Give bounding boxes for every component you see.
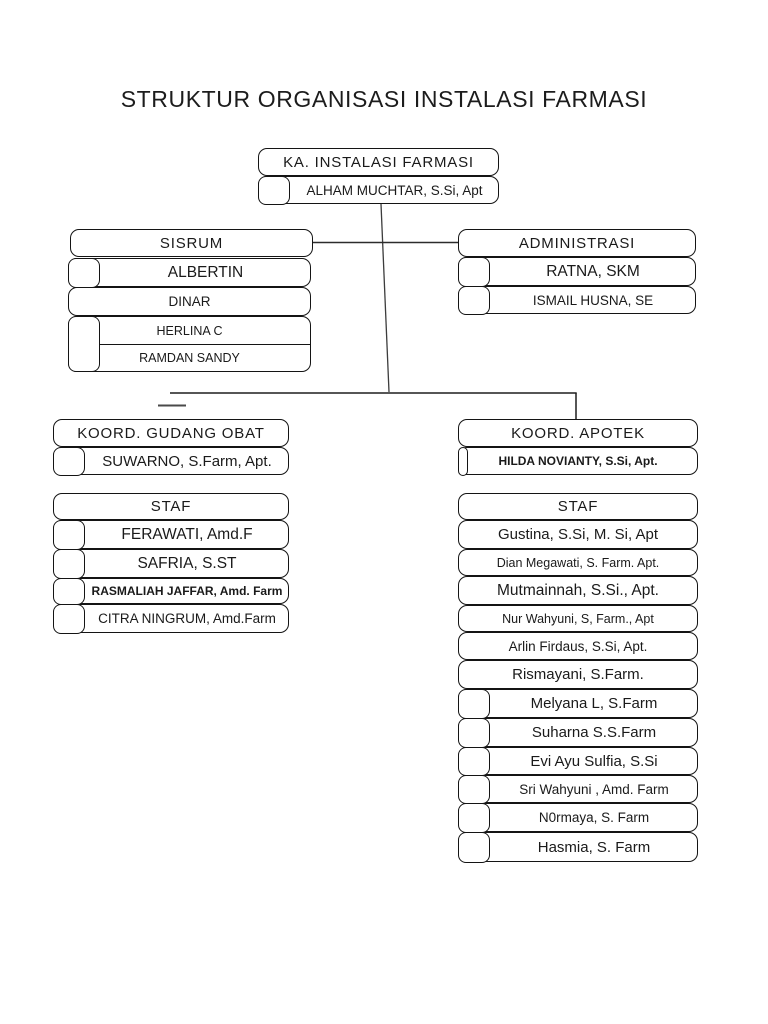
photo-placeholder-box (52, 548, 85, 579)
ka-instalasi-member-row: ALHAM MUCHTAR, S.Si, Apt (257, 175, 499, 205)
photo-placeholder-box (457, 256, 490, 287)
staf-member-name: Dian Megawati, S. Farm. Apt. (496, 555, 660, 570)
staf-apotek-header-box: STAF (458, 493, 698, 520)
photo-placeholder-box (457, 831, 490, 863)
photo-placeholder-box (457, 774, 490, 804)
photo-placeholder-box (457, 446, 468, 476)
sisrum-header-label: SISRUM (159, 234, 224, 252)
staf-apotek-member-row: Hasmia, S. Farm (457, 831, 698, 863)
photo-placeholder-box (257, 175, 290, 205)
photo-placeholder-box (457, 717, 490, 748)
staf-member-name: Hasmia, S. Farm (537, 838, 651, 856)
staf-gudang-member-row: SAFRIA, S.ST (52, 548, 289, 579)
staf-member-name: Sri Wahyuni , Amd. Farm (519, 781, 669, 797)
page-title: STRUKTUR ORGANISASI INSTALASI FARMASI (120, 86, 648, 112)
staf-member-name: Melyana L, S.Farm (530, 695, 658, 712)
connector-root-vertical (380, 203, 390, 393)
row-divider (100, 344, 310, 345)
photo-placeholder-box (52, 519, 85, 550)
staf-member-name: N0rmaya, S. Farm (538, 810, 650, 825)
staf-apotek-member-row: Rismayani, S.Farm. (458, 660, 698, 689)
photo-placeholder-box (457, 688, 490, 719)
staf-gudang-member-row: RASMALIAH JAFFAR, Amd. Farm (52, 577, 289, 605)
staf-gudang-header-box: STAF (53, 493, 289, 520)
staf-member-name: CITRA NINGRUM, Amd.Farm (98, 611, 276, 626)
ka-instalasi-header-label: KA. INSTALASI FARMASI (283, 153, 474, 171)
staf-apotek-member-row: Melyana L, S.Farm (457, 688, 698, 719)
koord-apotek-member-name: HILDA NOVIANTY, S.Si, Apt. (498, 454, 658, 468)
ka-instalasi-header-box: KA. INSTALASI FARMASI (258, 148, 499, 176)
staf-member-name: Evi Ayu Sulfia, S.Si (530, 752, 658, 770)
staf-member-name: Nur Wahyuni, S, Farm., Apt (502, 611, 654, 626)
administrasi-member-name: ISMAIL HUSNA, SE (532, 292, 654, 308)
koord-gudang-obat-header-label: KOORD. GUDANG OBAT (77, 424, 265, 442)
sisrum-member-row: DINAR (68, 287, 311, 316)
staf-gudang-member-row: CITRA NINGRUM, Amd.Farm (52, 603, 289, 634)
staf-member-name: Gustina, S.Si, M. Si, Apt (497, 526, 659, 543)
administrasi-member-name: RATNA, SKM (546, 262, 640, 280)
photo-placeholder-box (52, 603, 85, 634)
sisrum-member-name: ALBERTIN (167, 263, 244, 281)
staf-apotek-member-row: Evi Ayu Sulfia, S.Si (457, 746, 698, 776)
ka-instalasi-member-name: ALHAM MUCHTAR, S.Si, Apt (306, 182, 483, 198)
staf-member-name: Rismayani, S.Farm. (512, 666, 644, 683)
staf-apotek-member-row: Nur Wahyuni, S, Farm., Apt (458, 605, 698, 632)
koord-gudang-obat-header-box: KOORD. GUDANG OBAT (53, 419, 289, 447)
photo-placeholder-box (67, 315, 100, 372)
staf-gudang-header-label: STAF (150, 498, 192, 515)
sisrum-member-name: HERLINA C (156, 323, 223, 338)
staf-member-name: FERAWATI, Amd.F (121, 525, 253, 543)
staf-apotek-member-row: N0rmaya, S. Farm (457, 802, 698, 833)
photo-placeholder-box (52, 577, 85, 605)
koord-gudang-obat-member-row: SUWARNO, S.Farm, Apt. (52, 446, 289, 476)
photo-placeholder-box (52, 446, 85, 476)
photo-placeholder-box (67, 257, 100, 288)
staf-apotek-member-row: Mutmainnah, S.Si., Apt. (458, 576, 698, 605)
koord-apotek-header-box: KOORD. APOTEK (458, 419, 698, 447)
sisrum-header-box: SISRUM (70, 229, 313, 257)
staf-member-name: Mutmainnah, S.Si., Apt. (497, 581, 659, 599)
sisrum-member-name: RAMDAN SANDY (139, 350, 240, 365)
sisrum-member-row-group: HERLINA C RAMDAN SANDY (67, 315, 311, 372)
administrasi-member-row: ISMAIL HUSNA, SE (457, 285, 696, 315)
administrasi-header-box: ADMINISTRASI (458, 229, 696, 257)
administrasi-member-row: RATNA, SKM (457, 256, 696, 287)
photo-placeholder-box (457, 746, 490, 776)
staf-apotek-member-row: Sri Wahyuni , Amd. Farm (457, 774, 698, 804)
koord-apotek-header-label: KOORD. APOTEK (511, 424, 645, 442)
sisrum-member-name: DINAR (168, 294, 211, 309)
staf-gudang-member-row: FERAWATI, Amd.F (52, 519, 289, 550)
staf-apotek-member-row: Dian Megawati, S. Farm. Apt. (458, 549, 698, 576)
staf-member-name: SAFRIA, S.ST (137, 554, 237, 572)
staf-apotek-member-row: Arlin Firdaus, S.Si, Apt. (458, 632, 698, 660)
photo-placeholder-box (457, 802, 490, 833)
staf-apotek-header-label: STAF (557, 498, 599, 515)
staf-member-name: RASMALIAH JAFFAR, Amd. Farm (91, 584, 283, 598)
sisrum-member-row: ALBERTIN (67, 257, 311, 288)
staf-apotek-member-row: Suharna S.S.Farm (457, 717, 698, 748)
staf-member-name: Suharna S.S.Farm (531, 724, 657, 741)
koord-gudang-obat-member-name: SUWARNO, S.Farm, Apt. (102, 452, 272, 470)
koord-apotek-member-row: HILDA NOVIANTY, S.Si, Apt. (457, 446, 698, 476)
administrasi-header-label: ADMINISTRASI (518, 234, 636, 252)
staf-apotek-member-row: Gustina, S.Si, M. Si, Apt (458, 520, 698, 549)
staf-member-name: Arlin Firdaus, S.Si, Apt. (508, 638, 648, 654)
photo-placeholder-box (457, 285, 490, 315)
